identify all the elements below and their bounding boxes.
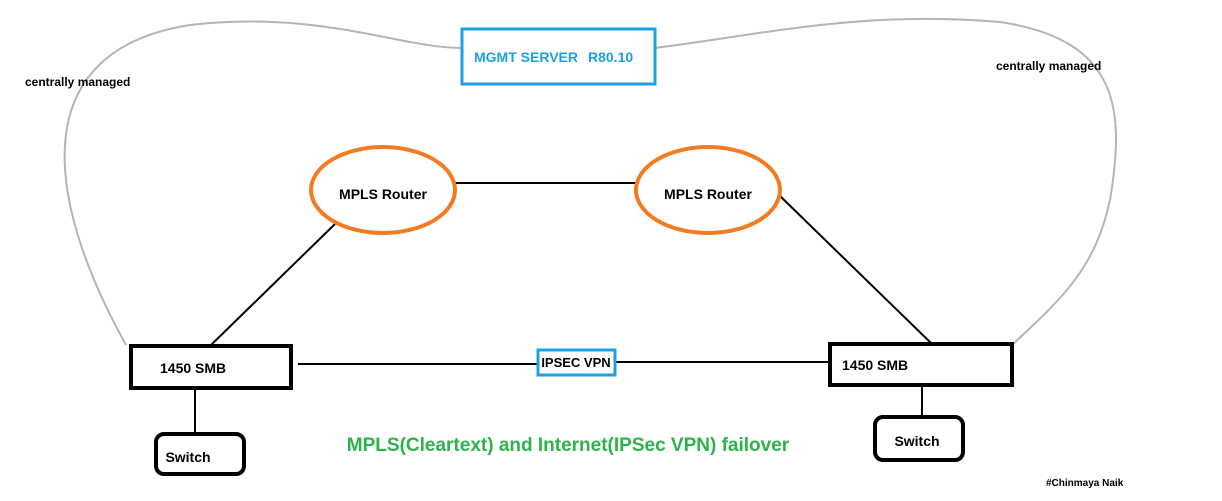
mgmt-server-version: R80.10 — [588, 49, 633, 65]
managed-label-left: centrally managed — [25, 75, 130, 89]
gateway-right — [828, 342, 1014, 387]
mpls-router-right — [634, 145, 782, 235]
managed-label-right: centrally managed — [996, 59, 1101, 73]
mgmt-server-box — [460, 27, 657, 86]
mpls-router-right-label: MPLS Router — [664, 186, 752, 202]
switch-right-label: Switch — [894, 433, 939, 449]
link-router-right-gateway — [779, 195, 932, 344]
gateway-left-label: 1450 SMB — [160, 360, 226, 376]
management-loop — [63, 17, 1118, 346]
mpls-router-left-label: MPLS Router — [339, 186, 427, 202]
link-router-left-gateway — [210, 223, 336, 346]
diagram-caption: MPLS(Cleartext) and Internet(IPSec VPN) … — [347, 435, 790, 456]
author-label: #Chinmaya Naik — [1046, 478, 1124, 489]
switch-left-label: Switch — [165, 449, 210, 465]
switch-left — [154, 432, 246, 476]
gateway-right-label: 1450 SMB — [842, 357, 908, 373]
mgmt-server-label: MGMT SERVER — [474, 49, 578, 65]
switch-right — [873, 415, 965, 462]
ipsec-vpn-label: IPSEC VPN — [541, 355, 610, 370]
mpls-router-left — [309, 145, 457, 235]
ipsec-vpn-box — [536, 348, 617, 377]
gateway-left — [129, 344, 293, 390]
